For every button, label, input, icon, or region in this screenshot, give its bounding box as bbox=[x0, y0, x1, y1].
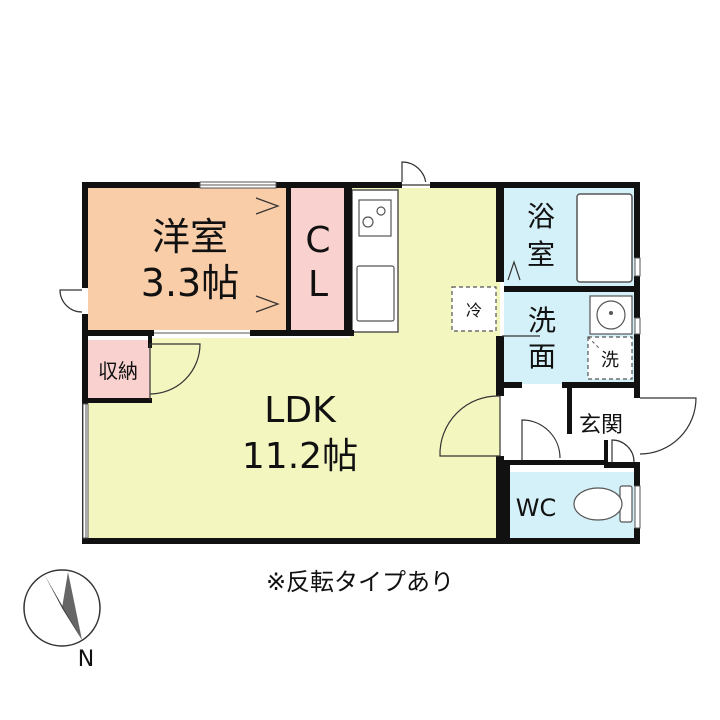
western-room-fill bbox=[88, 188, 290, 330]
toilet-icon bbox=[573, 485, 633, 523]
bath-label-line1: 浴 bbox=[527, 200, 555, 233]
ldk-size: 11.2帖 bbox=[242, 436, 358, 477]
ldk-name: LDK bbox=[264, 390, 337, 431]
bath-label-line2: 室 bbox=[527, 238, 555, 271]
storage-fill bbox=[88, 340, 150, 400]
bathtub-icon bbox=[576, 193, 633, 283]
closet-label-line1: C bbox=[305, 220, 330, 261]
toilet-label: WC bbox=[516, 494, 557, 522]
washer-space bbox=[587, 336, 633, 380]
windows bbox=[82, 181, 641, 539]
kitchen-counter bbox=[351, 189, 399, 333]
reverse-type-note: ※反転タイプあり bbox=[266, 568, 454, 596]
entrance-label: 玄関 bbox=[579, 413, 623, 438]
closet-fill bbox=[290, 188, 346, 330]
storage-label: 収納 bbox=[98, 359, 138, 383]
washroom-label-line1: 洗 bbox=[528, 304, 556, 337]
washer-label: 洗 bbox=[601, 350, 619, 371]
wash-basin-icon bbox=[589, 295, 633, 335]
room-labels: 洋室 3.3帖 C L 収納 LDK 11.2帖 浴 室 洗 面 玄関 WC 冷… bbox=[98, 200, 623, 522]
sink-icon bbox=[356, 265, 395, 322]
window-toilet bbox=[634, 485, 641, 529]
window-bath bbox=[634, 257, 641, 277]
compass-icon: N bbox=[23, 569, 101, 672]
washroom-label-line2: 面 bbox=[528, 340, 556, 373]
western-room-size: 3.3帖 bbox=[141, 261, 239, 305]
closet-label-line2: L bbox=[308, 264, 328, 305]
doors bbox=[59, 161, 697, 463]
stove-icon bbox=[358, 199, 392, 237]
fridge-space bbox=[451, 286, 497, 332]
window-wash bbox=[634, 317, 641, 335]
compass-north-label: N bbox=[78, 647, 94, 672]
western-room-name: 洋室 bbox=[152, 215, 228, 259]
fridge-label: 冷 bbox=[466, 301, 482, 320]
